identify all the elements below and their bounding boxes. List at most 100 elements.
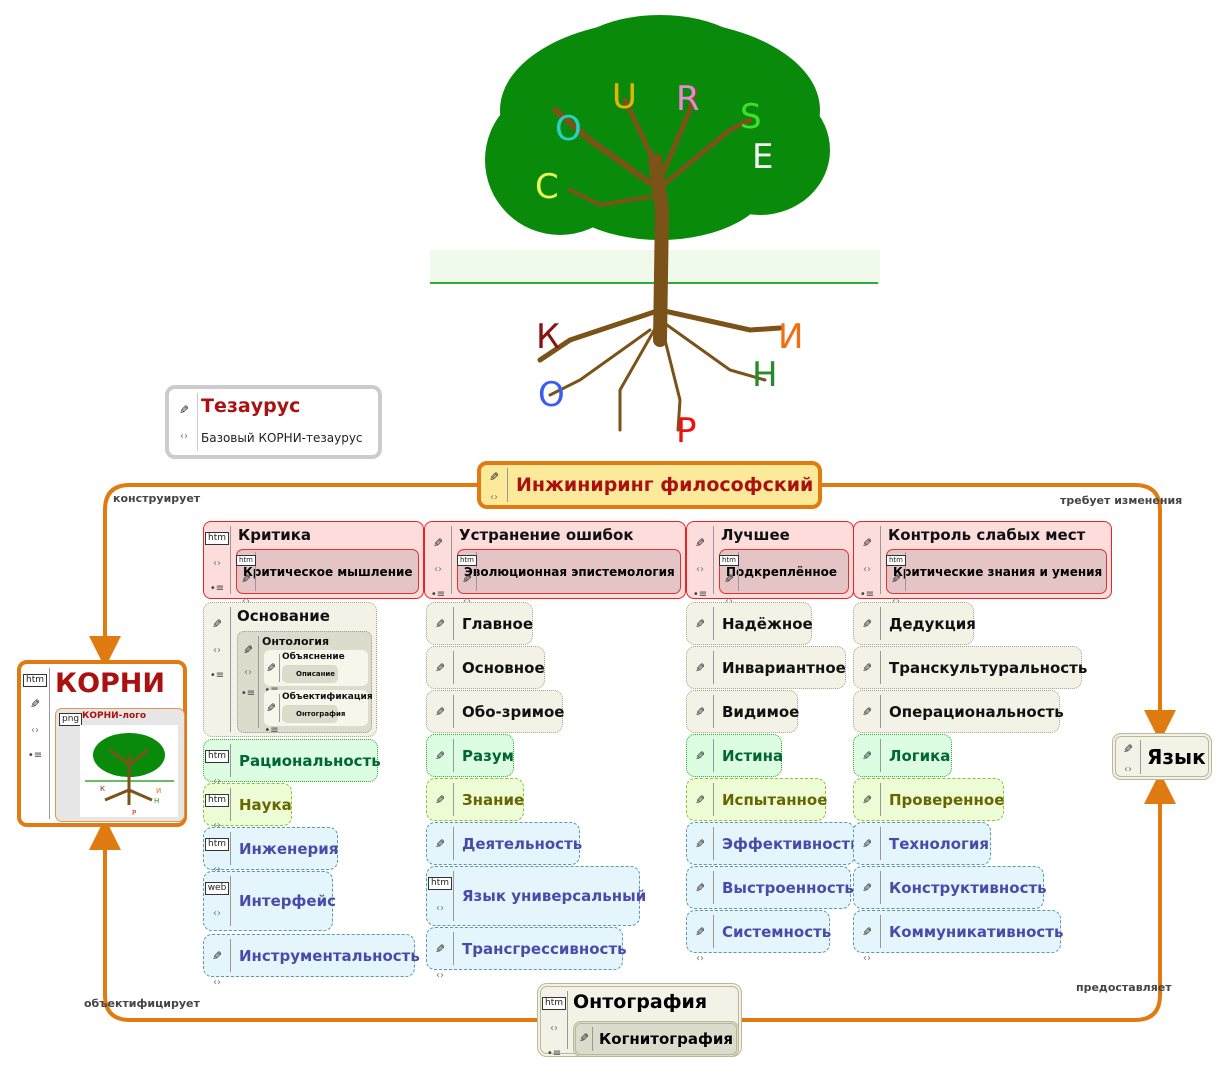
edit-icon[interactable]	[266, 657, 276, 676]
tree-icon[interactable]	[210, 663, 224, 682]
png-tag[interactable]: png	[59, 713, 83, 726]
concept-node[interactable]: Инвариантное	[686, 646, 846, 689]
htm-tag[interactable]: htm	[236, 555, 256, 566]
tree-leaf-child[interactable]: Описание	[282, 665, 338, 683]
concept-node[interactable]: Деятельность	[426, 822, 582, 865]
edit-icon[interactable]	[862, 701, 872, 720]
htm-tag[interactable]: htm	[542, 997, 566, 1010]
edit-icon[interactable]	[862, 921, 872, 940]
concept-node[interactable]: Трансгрессивность	[426, 927, 627, 970]
edit-icon[interactable]	[695, 532, 705, 551]
htm-tag[interactable]: htm	[457, 555, 477, 566]
ontografiya-node[interactable]: htm Онтография Когнитография	[537, 983, 742, 1057]
korni-node[interactable]: htm КОРНИ png КОРНИ-лого КИ НР	[17, 660, 187, 827]
edit-icon[interactable]	[241, 568, 251, 587]
tree-leaf-child[interactable]: Онтография	[282, 705, 345, 723]
concept-node[interactable]: htmРациональность	[203, 739, 381, 782]
edit-icon[interactable]	[435, 745, 445, 764]
code-icon[interactable]	[213, 970, 221, 989]
code-icon[interactable]	[550, 1016, 558, 1035]
concept-node[interactable]: Надёжное	[686, 602, 813, 645]
code-icon[interactable]	[696, 557, 704, 576]
edit-icon[interactable]	[1123, 738, 1133, 757]
concept-node[interactable]: Технология	[853, 822, 991, 865]
concept-node[interactable]: htmЯзык универсальный	[426, 866, 646, 926]
htm-tag[interactable]: htm	[205, 750, 229, 763]
concept-node[interactable]: htmИнженерия	[203, 827, 338, 870]
code-icon[interactable]	[436, 896, 444, 915]
htm-tag[interactable]: htm	[205, 794, 229, 807]
edit-icon[interactable]	[435, 789, 445, 808]
concept-node[interactable]: Логика	[853, 734, 952, 777]
column-header[interactable]: Контроль слабых местhtmКритические знани…	[853, 521, 1112, 599]
edit-icon[interactable]	[862, 532, 872, 551]
code-icon[interactable]	[863, 557, 871, 576]
code-icon[interactable]	[696, 946, 704, 965]
tree-icon[interactable]	[693, 582, 707, 601]
concept-node[interactable]: Операциональность	[853, 690, 1064, 733]
ontologiya-node[interactable]: ОнтологияОбъяснениеОписаниеОбъектификаци…	[237, 631, 373, 733]
htm-tag[interactable]: htm	[428, 877, 452, 890]
web-tag[interactable]: web	[204, 882, 230, 895]
concept-node[interactable]: Знание	[426, 778, 524, 821]
edit-icon[interactable]	[862, 613, 872, 632]
edit-icon[interactable]	[695, 789, 705, 808]
edit-icon[interactable]	[724, 568, 734, 587]
edit-icon[interactable]	[435, 701, 445, 720]
edit-icon[interactable]	[212, 613, 222, 632]
concept-node[interactable]: Конструктивность	[853, 866, 1047, 909]
concept-node[interactable]: Истина	[686, 734, 783, 777]
edit-icon[interactable]	[435, 938, 445, 957]
concept-node[interactable]: Инструментальность	[203, 934, 420, 977]
concept-node[interactable]: Системность	[686, 910, 831, 953]
edit-icon[interactable]	[462, 568, 472, 587]
edit-icon[interactable]	[243, 639, 253, 658]
edit-icon[interactable]	[435, 833, 445, 852]
column-header[interactable]: ЛучшееhtmПодкреплённое	[686, 521, 854, 599]
edit-icon[interactable]	[695, 833, 705, 852]
tree-icon[interactable]	[264, 718, 278, 737]
code-icon[interactable]	[31, 718, 39, 737]
concept-node[interactable]: Дедукция	[853, 602, 976, 645]
edit-icon[interactable]	[695, 701, 705, 720]
htm-tag[interactable]: htm	[205, 838, 229, 851]
edit-icon[interactable]	[695, 921, 705, 940]
code-icon[interactable]	[490, 485, 498, 504]
concept-node[interactable]: Проверенное	[853, 778, 1004, 821]
edit-icon[interactable]	[266, 697, 276, 716]
concept-node[interactable]: webИнтерфейс	[203, 871, 336, 931]
code-icon[interactable]	[244, 660, 252, 679]
edit-icon[interactable]	[862, 789, 872, 808]
htm-tag[interactable]: htm	[205, 532, 229, 545]
edit-icon[interactable]	[695, 657, 705, 676]
tree-icon[interactable]	[860, 582, 874, 601]
edit-icon[interactable]	[891, 568, 901, 587]
code-icon[interactable]	[180, 424, 188, 443]
tree-icon[interactable]	[547, 1041, 561, 1060]
code-icon[interactable]	[213, 901, 221, 920]
code-icon[interactable]	[436, 963, 444, 982]
concept-node[interactable]: Обо-зримое	[426, 690, 564, 733]
edit-icon[interactable]	[30, 693, 40, 712]
htm-tag[interactable]: htm	[719, 555, 739, 566]
edit-icon[interactable]	[695, 613, 705, 632]
edit-icon[interactable]	[862, 877, 872, 896]
edit-icon[interactable]	[212, 945, 222, 964]
tree-icon[interactable]	[28, 743, 42, 762]
concept-node[interactable]: Транскультуральность	[853, 646, 1087, 689]
edit-icon[interactable]	[435, 613, 445, 632]
column-subnode[interactable]: htmКритические знания и умения	[886, 549, 1107, 594]
concept-node[interactable]: Эффективность	[686, 822, 860, 865]
yazyk-node[interactable]: Язык	[1112, 733, 1212, 780]
column-subnode[interactable]: htmКритическое мышление	[236, 549, 419, 594]
kognitografiya-node[interactable]: Когнитография	[573, 1021, 739, 1057]
column-subnode[interactable]: htmЭволюционная эпистемология	[457, 549, 681, 594]
concept-node[interactable]: htmНаука	[203, 783, 292, 826]
edit-icon[interactable]	[435, 657, 445, 676]
center-node[interactable]: Инжиниринг философский	[477, 461, 822, 509]
edit-icon[interactable]	[179, 399, 189, 418]
osnovanie-node[interactable]: ОснованиеОнтологияОбъяснениеОписаниеОбъе…	[203, 602, 377, 737]
concept-node[interactable]: Разум	[426, 734, 514, 777]
